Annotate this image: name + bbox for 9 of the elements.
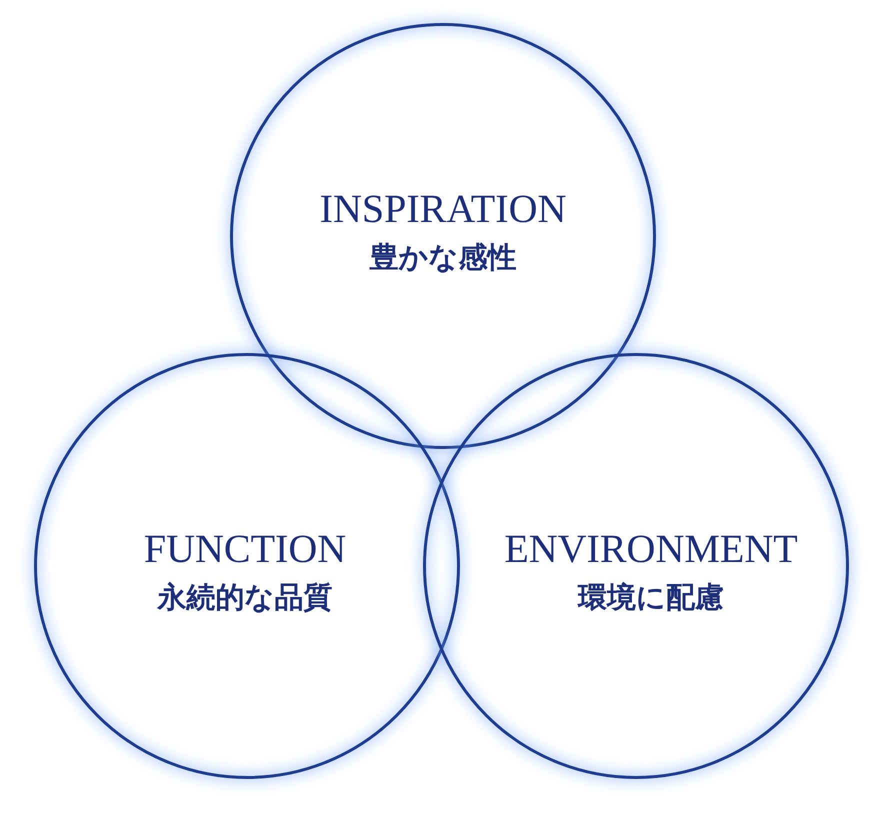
circle: [230, 23, 656, 449]
subtitle-text: 豊かな感性: [370, 241, 516, 276]
heading-text: FUNCTION: [144, 526, 346, 572]
circle: [34, 353, 460, 779]
heading-text: INSPIRATION: [320, 186, 566, 232]
circle: [423, 353, 849, 779]
subtitle-text: 永続的な品質: [158, 580, 332, 616]
subtitle-text: 環境に配慮: [578, 580, 724, 616]
heading-text: ENVIRONMENT: [504, 526, 798, 572]
